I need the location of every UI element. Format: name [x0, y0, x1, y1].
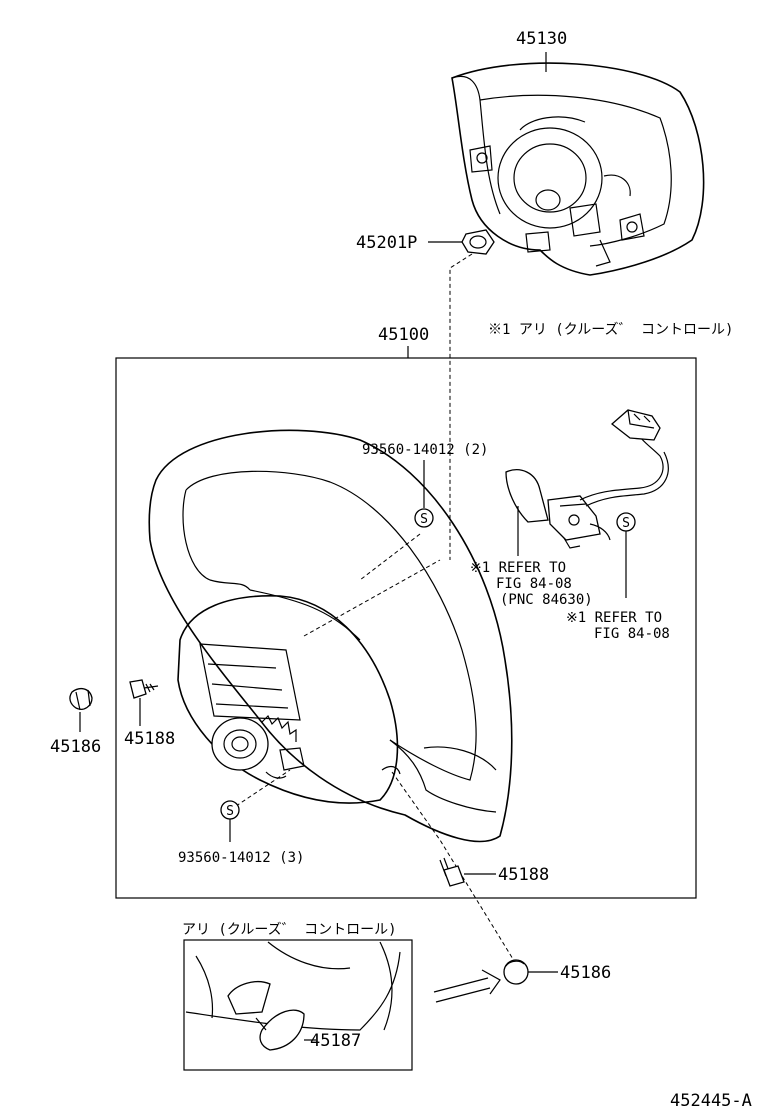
label-refer-b-1: ※1 REFER TO [566, 610, 662, 626]
screw-part-right [439, 857, 465, 887]
label-refer-b-2: FIG 84-08 [594, 626, 670, 642]
label-cap-left: 45186 [50, 737, 101, 757]
label-refer-a-2: FIG 84-08 [496, 576, 572, 592]
label-screw-left: 45188 [124, 729, 175, 749]
label-bolt-top: 93560-14012 (2) [362, 442, 488, 458]
label-nut: 45201P [356, 233, 417, 253]
nut-to-wheel-dashline [449, 253, 473, 560]
svg-text:S: S [420, 512, 428, 527]
svg-text:S: S [622, 516, 630, 531]
cap-part-left [69, 687, 93, 711]
arrow-icon [433, 969, 501, 1003]
steering-wheel [148, 429, 513, 843]
label-cap-right: 45186 [560, 963, 611, 983]
label-refer-a-3: (PNC 84630) [500, 592, 593, 608]
steering-pad-assembly [451, 62, 705, 276]
inset-frame [183, 939, 413, 1071]
svg-text:S: S [226, 804, 234, 819]
s-mark-right: S [616, 512, 636, 532]
s-mark-lower: S [220, 800, 240, 820]
bolt-dashline-lower [235, 769, 291, 807]
drawing-id: 452445-A [670, 1091, 752, 1111]
s-mark-upper: S [414, 508, 434, 528]
label-wheel: 45100 [378, 325, 429, 345]
label-lever: 45187 [310, 1031, 361, 1051]
cruise-control-switch [505, 409, 669, 549]
cap-part-right [503, 959, 529, 985]
screw-part-left [129, 679, 159, 699]
bolt-dashline-upper [303, 559, 441, 637]
label-cruise-note: ※1 アリ (クルーズ゛ コントロール) [488, 322, 733, 338]
inset-wheel-detail [185, 941, 401, 1051]
label-pad: 45130 [516, 29, 567, 49]
bolt-dashline-upper-2 [359, 533, 421, 581]
label-inset-title: アリ (クルーズ゛ コントロール) [182, 922, 397, 938]
label-screw-right: 45188 [498, 865, 549, 885]
label-refer-a-1: ※1 REFER TO [470, 560, 566, 576]
nut-part [461, 229, 495, 255]
label-bolt-bottom: 93560-14012 (3) [178, 850, 304, 866]
wheel-assembly-frame [115, 357, 697, 899]
